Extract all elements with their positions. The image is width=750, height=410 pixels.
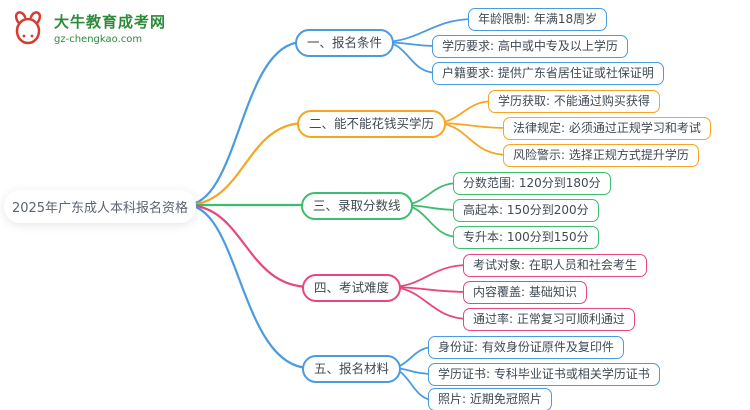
branch-node-admission-scores: 三、录取分数线 <box>301 192 413 220</box>
leaf-node-education-required: 学历要求: 高中或中专及以上学历 <box>432 35 628 58</box>
leaf-node-diploma-certificate: 学历证书: 专科毕业证书或相关学历证书 <box>428 363 660 386</box>
logo-site-name: 大牛教育成考网 <box>54 13 167 31</box>
leaf-node-content-scope: 内容覆盖: 基础知识 <box>463 281 587 304</box>
bull-logo-icon <box>14 11 42 45</box>
logo-site-url: gz-chengkao.com <box>54 34 143 45</box>
central-topic: 2025年广东成人本科报名资格 <box>4 190 196 223</box>
leaf-node-gaoqiben-score: 高起本: 150分到200分 <box>453 199 599 222</box>
leaf-node-score-range: 分数范围: 120分到180分 <box>453 172 611 195</box>
leaf-node-zhuanshengben-score: 专升本: 100分到150分 <box>453 226 599 249</box>
leaf-node-pass-rate: 通过率: 正常复习可顺利通过 <box>463 308 635 331</box>
logo-text: 大牛教育成考网 gz-chengkao.com <box>54 11 166 45</box>
logo: 大牛教育成考网 gz-chengkao.com <box>8 6 166 50</box>
branch-node-exam-difficulty: 四、考试难度 <box>302 274 402 302</box>
leaf-node-diploma-acquisition: 学历获取: 不能通过购买获得 <box>488 90 660 113</box>
leaf-node-id-card: 身份证: 有效身份证原件及复印件 <box>428 336 624 359</box>
branch-node-registration-materials: 五、报名材料 <box>302 355 402 383</box>
branch-node-registration-conditions: 一、报名条件 <box>295 29 395 57</box>
leaf-node-photo: 照片: 近期免冠照片 <box>428 388 552 410</box>
branch-node-buy-diploma: 二、能不能花钱买学历 <box>297 110 447 138</box>
leaf-node-risk-warning: 风险警示: 选择正规方式提升学历 <box>503 144 699 167</box>
leaf-node-residency-required: 户籍要求: 提供广东省居住证或社保证明 <box>432 62 664 85</box>
leaf-node-legal-rule: 法律规定: 必须通过正规学习和考试 <box>503 117 711 140</box>
leaf-node-age-limit: 年龄限制: 年满18周岁 <box>468 8 608 31</box>
leaf-node-exam-audience: 考试对象: 在职人员和社会考生 <box>463 254 647 277</box>
